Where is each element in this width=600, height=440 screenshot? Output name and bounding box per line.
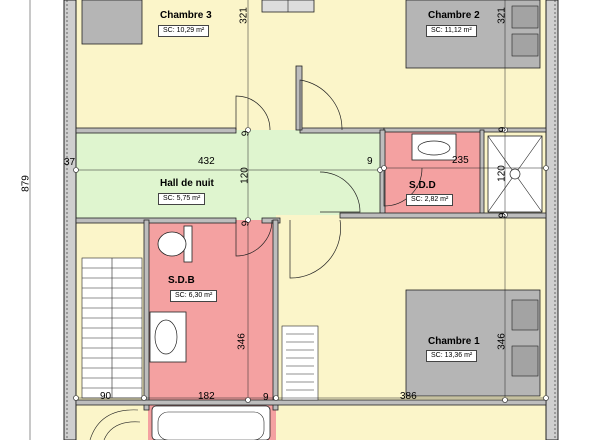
dim-partition-e: 9 (497, 212, 509, 219)
room-name-sdb: S.D.B (168, 275, 195, 286)
dim-partition-c: 9 (240, 220, 252, 227)
dimension-ticks (73, 127, 549, 403)
dim-sdd-height: 120 (496, 165, 508, 182)
room-fill-hall (76, 130, 384, 220)
dim-sdb-height: 346 (236, 333, 248, 350)
dim-partition-f: 9 (263, 392, 269, 403)
dim-chambre2-height: 321 (496, 7, 508, 24)
room-area-hall: SC: 5,75 m² (158, 193, 206, 205)
room-area-chambre2: SC: 11,12 m² (426, 25, 477, 37)
room-area-chambre3: SC: 10,29 m² (158, 25, 210, 37)
wardrobe (281, 325, 319, 401)
room-area-sdd: SC: 2,82 m² (406, 194, 454, 206)
dimension-lines (29, 0, 546, 440)
exterior-wall-left (63, 0, 77, 440)
room-area-chambre1: SC: 13,36 m² (426, 350, 478, 362)
dim-chambre1-width: 386 (400, 391, 417, 402)
dim-hall-height: 120 (239, 167, 251, 184)
dim-sdb-width: 182 (198, 391, 215, 402)
dim-stair-width: 90 (100, 391, 112, 402)
room-name-hall: Hall de nuit (160, 178, 214, 189)
dim-partition-a: 9 (240, 130, 252, 137)
room-area-sdb: SC: 6,30 m² (170, 290, 218, 302)
dim-chambre3-height: 321 (238, 7, 250, 24)
dim-chambre1-height: 346 (496, 333, 508, 350)
dim-partition-d: 9 (497, 126, 509, 133)
staircase (81, 257, 143, 399)
interior-walls (75, 65, 547, 411)
room-name-chambre3: Chambre 3 (160, 10, 212, 21)
dim-total-height: 879 (20, 175, 32, 192)
dim-partition-b: 9 (367, 156, 373, 167)
room-name-sdd: S.D.D (409, 180, 436, 191)
toilet-bowl (157, 231, 187, 257)
room-name-chambre2: Chambre 2 (428, 10, 480, 21)
dim-left-wall: 37 (64, 157, 76, 168)
dim-sdd-width: 235 (452, 155, 469, 166)
bed-chambre3 (81, 0, 143, 45)
room-name-chambre1: Chambre 1 (428, 336, 480, 347)
exterior-wall-right (545, 0, 559, 440)
dim-hall-width: 432 (198, 156, 215, 167)
